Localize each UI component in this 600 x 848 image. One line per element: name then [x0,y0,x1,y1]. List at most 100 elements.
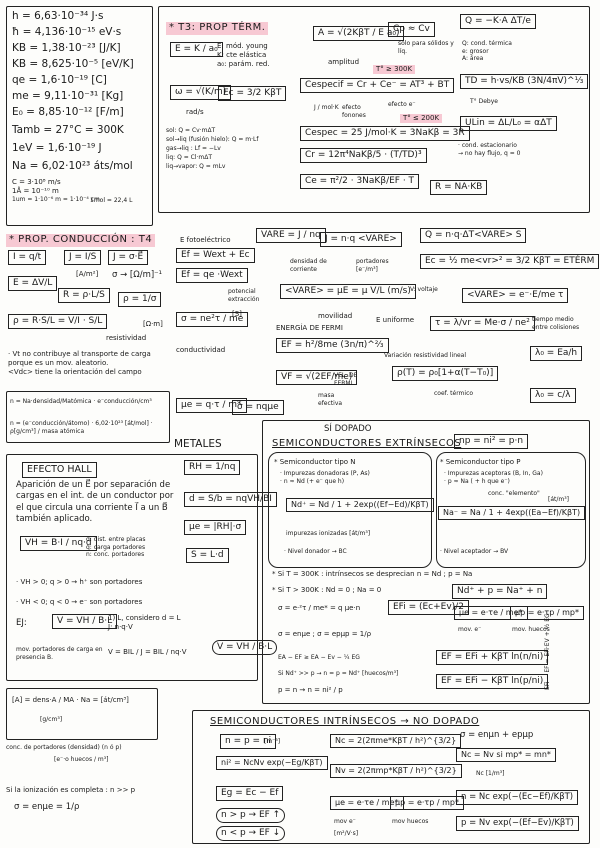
ionized-acceptors-eq: Na⁻ = Na / 1 + 4exp((Ea−Ef)/KβT) [438,506,586,520]
mobility-units: [m²/V·s] [334,830,359,837]
cespec-const: Cespec = 25 J/mol·K = 3NaKβ = 3R [300,126,470,142]
steady-note-2: → no hay flujo, q = 0 [458,149,521,157]
element-conc-label: conc. "elemento" [488,490,540,497]
gap-eq: Eg = Ec − Ef [216,786,284,802]
q-legend-q: Q: cond. térmica [462,40,512,47]
extraction-potential-label: potencial extracción [228,288,260,303]
fermi-n-eq: EF = EFi + KβT ln(n/ni) [436,650,549,666]
ionization-note: Si la ionización es completa : n >> p [6,786,136,794]
latent-list: sol: Q = Cv·mΔT sol→liq (fusión hielo): … [166,126,259,171]
intr-mov-h: mov huecos [392,818,429,825]
extr-mov-e: mov. e⁻ [458,626,482,633]
resistivity-eq: ρ = 1/σ [118,292,162,308]
kinetic-energy-eq: Ec = ½ me<vr>² = 3/2 KβT = ETÉRM [420,254,600,270]
extr-mu-e: μe = e·τe / me* [454,606,528,620]
hall-negative: · VH < 0; q < 0 → e⁻ son portadores [16,598,143,606]
field-eq: E = ΔV/L [8,276,58,292]
const-angstrom: 1Å = 10⁻¹⁰ m [12,187,59,195]
mass-action-eq: np = ni² = p·n [454,434,529,450]
current-density-n-eq: J = n·q <VARE> [320,232,402,248]
conductivity-unit: σ → [Ω/m]⁻¹ [112,270,163,280]
hall-positive: · VH > 0; q > 0 → h⁺ son portadores [16,578,143,586]
young-legend-k: K: cte elástica [217,50,267,59]
resistivity-full-eq: ρ = R·S/L = V/I · S/L [8,314,108,330]
ni-unit: [m⁻³] [264,738,281,745]
sigma-enp-eq: σ = enμe ; σ = epμp = 1/ρ [278,630,372,638]
hall-legend-q: q: carga portadores [86,543,146,551]
latent-liq: liq: Q = Cl·mΔT [166,154,213,161]
carriers-label: portadores [e⁻/m³] [356,258,389,273]
ce-eq: Ce = π²/2 · 3NaKβ/EF · T [300,174,420,190]
latent-gas: gas→liq : Lf = −Lv [166,145,221,152]
current-eq: I = q/t [8,250,47,266]
hall-box [6,454,258,681]
intr-mov-e: mov e⁻ [334,818,356,825]
uniform-field-label: E uniforme [376,316,415,324]
fermi-p-eq: EF = EFi − KβT ln(p/ni) [436,674,549,690]
hall-d-eq: d = S/b = nqVH/BI [184,492,277,508]
hall-legend-n: n: conc. portadores [86,551,145,558]
type-p-title: * Semiconductor tipo P [440,458,521,466]
current-density-eq: J = I/S [64,250,102,266]
effective-mass-label: masa efectiva [318,392,343,407]
tau-eq: τ = λ/vr = Me·σ / ne² [430,316,535,332]
hall-step-1: 1) L, considero d = L [108,614,181,622]
acceptor-unit: [át/m³] [548,496,569,503]
hall-mobility-eq: μe = |RH|·σ [184,520,247,536]
hall-v-eq: V = BIL / J = BIL / nq·V [108,648,187,656]
young-legend: E: mód. young K: cte elástica a₀: parám.… [217,42,270,68]
dopado-label: SÍ DOPADO [324,424,372,434]
lambda-eq: λ₀ = Ea/h [530,346,583,362]
young-legend-a0: a₀: parám. red. [217,59,270,68]
atomic-density-eq: [A] = dens·A / MA · Na = [át/cm³] [12,696,129,704]
hall-coef-eq: RH = 1/nq [184,460,241,476]
n-equals-p: n = p = ni [220,734,277,750]
extrinsic-title: SEMICONDUCTORES EXTRÍNSECOS [272,438,462,449]
p-exp-eq: p = Nv exp(−(Ef−Ev)/KβT) [456,816,579,831]
constants-box [6,6,153,226]
debye-note: T° Debye [470,98,498,105]
fermi-velocity-label: VEL. DE FERMI [334,372,358,387]
q-legend-e: e: grosor [462,47,489,55]
thermal-coef-label: coef. térmico [434,390,474,397]
note-vt: · Vt no contribuye al transporte de carg… [8,350,151,367]
const-me: me = 9,11·10⁻³¹ [Kg] [12,90,124,102]
carrier-conc-unit: [e⁻·o huecos / m³] [54,756,109,763]
label-jmol: J / mol·K [314,104,339,111]
constants-list: h = 6,63·10⁻³⁴ J·s ħ = 4,136·10⁻¹⁵ eV·s … [12,10,152,205]
const-na: Na = 6,02·10²³ áts/mol [12,160,133,172]
cespecif-eq: Cespecif = Cr + Ce⁻ = AT³ + BT [300,78,455,94]
q-legend-a: A: área [462,55,484,62]
extr-mu-p: μp = e·τp / mp* [510,606,584,620]
hall-legend-d: d: dist. entre placas [86,536,146,543]
type-n-item-1: · Impurezas donadoras (P, As) [280,470,370,477]
nv-eq: Nv = 2(2πmp*KβT / h²)^{3/2} [330,764,462,778]
conductivity-label: conductividad [176,346,226,354]
nc-unit: Nc [1/m³] [476,770,505,777]
nc-eq: Nc = 2(2πme*KβT / h²)^{3/2} [330,734,462,748]
transport-notes: · Vt no contribuye al transporte de carg… [8,350,168,376]
const-c: C = 3·10⁸ m/s [12,178,61,186]
voltage-label: V: voltaje [410,286,438,293]
ionized-donors-eq: Nd⁺ = Nd / 1 + 2exp((Ef−Ed)/KβT) [286,498,434,512]
lambda-eq2: λ₀ = c/λ [530,388,576,404]
density-label: densidad de corriente [290,258,327,273]
resistivity-temp-eq: ρ(T) = ρ₀[1+α(T−T₀)] [392,366,499,382]
resistivity-label: resistividad [106,334,147,342]
omega-eq: ω = √(K/m) [170,85,232,101]
n-gt-p: n > p → EF ↑ [216,808,286,824]
debye-eq: Cr = 12π⁴NaKβ/5 · (T/TD)³ [300,148,427,164]
const-e0: E₀ = 8,85·10⁻¹² [F/m] [12,106,124,118]
hall-v-bl: V = VH / B·L [52,614,118,630]
hall-s-eq: S = L·d [186,548,229,564]
hall-example: EJ: [16,618,27,628]
mobility-velocity-eq: <VARE> = μE = μ V/L (m/s) [280,284,416,300]
hall-steps: 1) L, considero d = L J: n·q·V [108,614,181,632]
temp-high: T° ≥ 300K [373,65,416,74]
nd-dominant-note: Si Nd⁺ >> p → n = p = Nd⁺ [huecos/m³] [278,670,399,677]
hall-voltage-eq: VH = B·I / nq·d [20,536,97,552]
const-qe: qe = 1,6·10⁻¹⁹ [C] [12,74,107,86]
hall-v-box: V = VH / B·L [212,640,278,656]
type-p-item-2: · p ≈ Na ( + h que e⁻) [444,477,510,485]
q-legend: Q: cond. térmica e: grosor A: área [462,40,512,63]
